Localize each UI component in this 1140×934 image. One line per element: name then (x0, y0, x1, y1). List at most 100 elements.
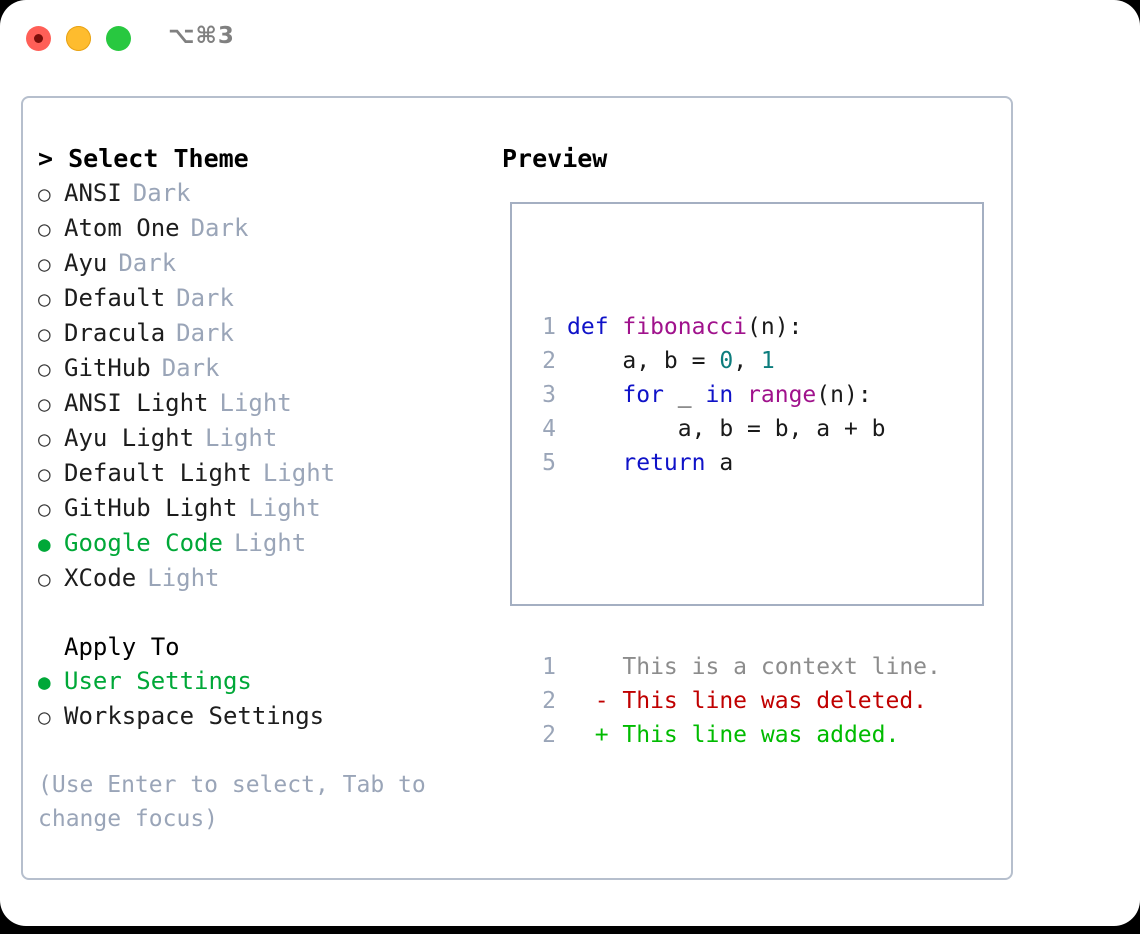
line-number: 5 (542, 450, 556, 476)
radio-unselected-icon: ○ (38, 497, 51, 521)
code-token-num: 0 (719, 348, 734, 374)
code-token-kw: def (567, 314, 623, 340)
diff-line: 2 + This line was added. (526, 718, 941, 752)
diff-line-text-ctx: This is a context line. (567, 654, 941, 680)
radio-unselected-icon: ○ (38, 287, 51, 311)
radio-unselected-icon: ○ (38, 392, 51, 416)
apply-to-option-workspace-settings[interactable]: ○ Workspace Settings (38, 699, 488, 734)
theme-option-tag: Dark (132, 179, 191, 207)
theme-option-tag: Dark (176, 319, 234, 347)
theme-option-tag: Dark (190, 214, 249, 242)
theme-option-label: Ayu Light (64, 424, 195, 452)
line-number: 3 (542, 382, 556, 408)
line-number: 4 (542, 416, 556, 442)
window-controls (26, 26, 131, 51)
radio-unselected-icon: ○ (38, 462, 51, 486)
theme-option-label: ANSI Light (64, 389, 209, 417)
theme-option-github[interactable]: ○ GitHub Dark (38, 351, 488, 386)
code-token-pl: , (733, 348, 761, 374)
line-number: 2 (542, 722, 556, 748)
radio-unselected-icon: ○ (38, 357, 51, 381)
apply-to-option-user-settings[interactable]: ●User Settings (38, 664, 488, 699)
apply-to-heading: Apply To (64, 633, 180, 661)
theme-option-dracula[interactable]: ○ Dracula Dark (38, 316, 488, 351)
theme-option-label: Atom One (64, 214, 180, 242)
theme-option-default-light[interactable]: ○ Default Light Light (38, 456, 488, 491)
code-token-pl (567, 450, 622, 476)
apply-to-option-list: ●User Settings ○ Workspace Settings (38, 664, 488, 734)
theme-picker-title: > Select Theme (38, 144, 249, 173)
theme-option-ayu[interactable]: ○ Ayu Dark (38, 246, 488, 281)
theme-option-label: Ayu (64, 249, 108, 277)
diff-sample-block: 1 This is a context line. 2 - This line w… (526, 650, 941, 752)
radio-unselected-icon: ○ (38, 567, 51, 591)
hint-text: (Use Enter to select, Tab to change focu… (38, 772, 426, 832)
code-token-pl (733, 382, 747, 408)
theme-option-tag: Light (262, 459, 336, 487)
theme-option-xcode[interactable]: ○ XCode Light (38, 561, 488, 596)
code-token-pl: a (705, 450, 734, 476)
code-token-kw: return (622, 450, 706, 476)
radio-unselected-icon: ○ (38, 322, 51, 346)
line-number: 1 (542, 654, 556, 680)
radio-selected-icon: ● (38, 670, 51, 694)
code-line-text: def fibonacci(n): (556, 310, 802, 344)
theme-option-label: GitHub (64, 354, 151, 382)
code-line: 3 for _ in range(n): (526, 378, 941, 412)
code-token-kw: for (622, 382, 664, 408)
minimize-button[interactable] (66, 26, 91, 51)
theme-option-label: XCode (64, 564, 137, 592)
theme-option-label: GitHub Light (64, 494, 238, 522)
code-token-num: 1 (760, 348, 775, 374)
code-line-text: return a (556, 446, 733, 480)
line-number: 1 (542, 314, 556, 340)
code-line: 4 a, b = b, a + b (526, 412, 941, 446)
code-token-pl (567, 382, 622, 408)
code-token-pl: a, b = b, a + b (567, 416, 886, 442)
preview-title: Preview (502, 144, 608, 173)
radio-selected-icon: ● (38, 532, 51, 556)
code-line: 2 a, b = 0, 1 (526, 344, 941, 378)
theme-option-label: ANSI (64, 179, 122, 207)
diff-line-text-add: + This line was added. (567, 722, 900, 748)
apply-to-option-label: Workspace Settings (64, 702, 325, 730)
code-line-text: for _ in range(n): (556, 378, 872, 412)
theme-option-tag: Dark (161, 354, 220, 382)
radio-unselected-icon: ○ (38, 182, 51, 206)
code-token-fn: fibonacci (622, 314, 748, 340)
theme-option-label: Dracula (64, 319, 166, 347)
theme-option-tag: Dark (176, 284, 234, 312)
theme-option-tag: Light (147, 564, 220, 592)
code-token-pl: (n): (816, 382, 872, 408)
theme-option-tag: Light (233, 529, 307, 557)
code-token-kw: in (705, 382, 734, 408)
theme-option-label: Default Light (64, 459, 252, 487)
theme-option-tag: Dark (118, 249, 177, 277)
line-number: 2 (542, 348, 556, 374)
keyboard-shortcut-label: ⌥⌘3 (168, 23, 235, 49)
close-button[interactable] (26, 26, 51, 51)
radio-unselected-icon: ○ (38, 705, 51, 729)
maximize-button[interactable] (106, 26, 131, 51)
theme-option-ansi[interactable]: ○ ANSI Dark (38, 176, 488, 211)
theme-option-label: Google Code (64, 529, 223, 557)
diff-line: 2 - This line was deleted. (526, 684, 941, 718)
theme-option-google-code[interactable]: ● Google Code Light (38, 526, 488, 561)
code-token-pl: (n): (747, 314, 803, 340)
code-token-pl: a, b = (567, 348, 720, 374)
radio-unselected-icon: ○ (38, 252, 51, 276)
code-token-fn: range (747, 382, 817, 408)
